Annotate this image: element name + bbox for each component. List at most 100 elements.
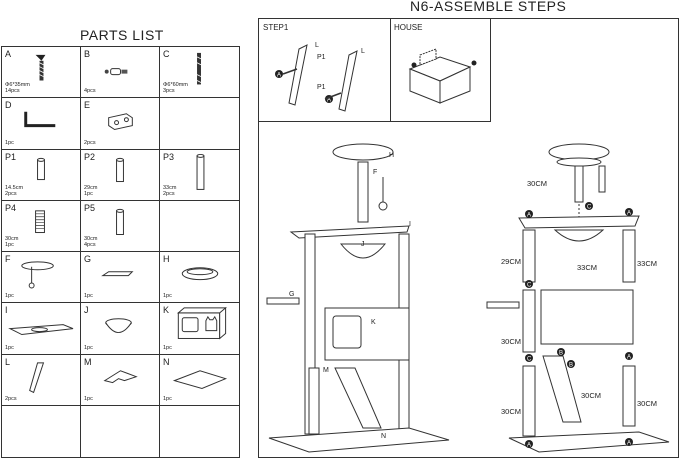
part-cell-p2: P2 29cm 1pc <box>81 149 160 201</box>
bolt-c-icon <box>196 52 202 85</box>
dim-label: 30CM <box>581 391 601 400</box>
part-cell-i: I 1pc <box>2 303 81 355</box>
step1-ladder-diagram: P1 P1 L L A A <box>275 42 365 112</box>
part-spec: 14.5cm 2pcs <box>5 184 24 197</box>
part-label: F <box>5 254 11 264</box>
screw-badge-a-icon: A <box>625 208 633 217</box>
tower-tag-h: H <box>389 152 394 159</box>
part-cell-b: B 4pcs <box>81 47 160 99</box>
part-label: A <box>5 49 12 59</box>
screw-badge-a-icon: A <box>525 440 533 449</box>
part-spec: 2pcs <box>84 139 96 146</box>
assembly-steps-title: N6-ASSEMBLE STEPS <box>410 0 567 14</box>
part-spec: 1pc <box>84 344 93 351</box>
svg-text:C: C <box>527 283 532 289</box>
top-board-i-icon <box>8 324 74 336</box>
part-spec: 1pc <box>163 293 172 300</box>
part-cell-empty <box>160 98 239 150</box>
svg-text:A: A <box>627 355 631 361</box>
nut-b-icon <box>104 68 128 76</box>
step1-panel: STEP1 P1 P1 L L A A <box>259 19 391 122</box>
part-cell-p5: P5 30cm 4pcs <box>81 200 160 252</box>
part-cell-empty <box>160 406 239 457</box>
part-spec: 1pc <box>84 293 93 300</box>
dim-label: 30CM <box>637 399 657 408</box>
step1-label: STEP1 <box>263 23 289 32</box>
screw-badge-c-icon: C <box>525 354 533 363</box>
tower-tag-n: N <box>381 433 386 440</box>
screw-badge-a-icon: A <box>275 70 283 79</box>
tower-tag-j: J <box>361 241 365 248</box>
bracket-e-icon <box>108 113 133 131</box>
screw-badge-b-icon: B <box>557 348 565 357</box>
part-cell-p1: P1 14.5cm 2pcs <box>2 149 81 201</box>
dim-label: 30CM <box>501 407 521 416</box>
part-spec: 30cm 4pcs <box>84 236 98 248</box>
part-cell-l: L 2pcs <box>2 354 81 406</box>
post-p5-icon <box>116 208 124 235</box>
part-spec: Φ6*60mm 3pcs <box>163 82 188 95</box>
part-label: K <box>163 305 170 316</box>
dim-label: 33CM <box>577 263 597 272</box>
svg-text:A: A <box>527 213 531 219</box>
dim-label: 30CM <box>527 179 547 188</box>
tower-tag-m: M <box>323 367 329 374</box>
part-cell-c: C Φ6*60mm 3pcs <box>160 47 239 99</box>
part-label: P3 <box>163 151 175 162</box>
svg-text:C: C <box>527 357 532 363</box>
part-label: P1 <box>5 151 17 162</box>
part-label: M <box>84 356 92 367</box>
base-board-n-icon <box>172 369 228 389</box>
post-p2-icon <box>116 157 124 182</box>
ladder-rail-l-icon <box>29 361 45 393</box>
part-cell-j: J 1pc <box>81 303 160 355</box>
part-cell-d: D 1pc <box>2 98 81 150</box>
part-label: L <box>5 356 11 367</box>
house-assembly-diagram <box>408 48 477 104</box>
part-cell-k: K 1pc <box>160 303 239 355</box>
condo-k-icon <box>176 307 227 340</box>
svg-text:B: B <box>559 351 563 357</box>
screw-badge-c-icon: C <box>585 202 593 211</box>
part-label: P4 <box>5 202 17 213</box>
part-cell-p3: P3 33cm 2pcs <box>160 150 239 201</box>
svg-text:A: A <box>277 73 281 79</box>
basket-j-icon <box>105 318 132 334</box>
part-cell-m: M 1pc <box>81 354 160 406</box>
screw-a-icon <box>35 54 46 81</box>
part-label: I <box>5 305 8 316</box>
part-spec: 2pcs <box>5 395 17 402</box>
bed-h-icon <box>181 267 219 281</box>
part-cell-empty <box>2 405 81 457</box>
sisal-post-p4-icon <box>35 210 45 233</box>
tower-tag-g: G <box>289 291 294 298</box>
part-cell-h: H 1pc <box>160 252 239 304</box>
assembly-steps-panel: STEP1 P1 P1 L L A A HOUSE <box>258 18 679 458</box>
part-spec: 1pc <box>84 395 93 402</box>
part-label: P5 <box>84 202 96 213</box>
tower-tag-i: I <box>409 221 411 228</box>
tower-diagram-area: H F I J G K M N 30CM 29CM <box>259 122 678 457</box>
svg-text:C: C <box>587 205 592 211</box>
screw-badge-c-icon: C <box>525 280 533 289</box>
part-label: H <box>163 254 170 264</box>
step1-tag-p1a: P1 <box>317 54 326 61</box>
screw-badge-a-icon: A <box>625 438 633 447</box>
part-spec: 29cm 1pc <box>84 184 98 197</box>
part-label: D <box>5 100 12 111</box>
part-cell-f: F 1pc <box>2 252 81 304</box>
step1-tag-l2: L <box>361 48 365 55</box>
tower-tag-f: F <box>373 169 377 176</box>
svg-text:A: A <box>327 98 331 104</box>
screw-badge-b-icon: B <box>567 360 575 369</box>
part-cell-p4: P4 30cm 1pc <box>2 200 81 252</box>
part-spec: 1pc <box>5 139 14 146</box>
part-label: E <box>84 100 91 111</box>
svg-text:A: A <box>627 441 631 447</box>
svg-text:A: A <box>527 443 531 449</box>
post-p1-icon <box>37 157 45 180</box>
screw-badge-a-icon: A <box>625 352 633 361</box>
part-spec: 1pc <box>163 395 172 402</box>
part-label: B <box>84 49 91 59</box>
parts-list-title: PARTS LIST <box>80 27 164 43</box>
